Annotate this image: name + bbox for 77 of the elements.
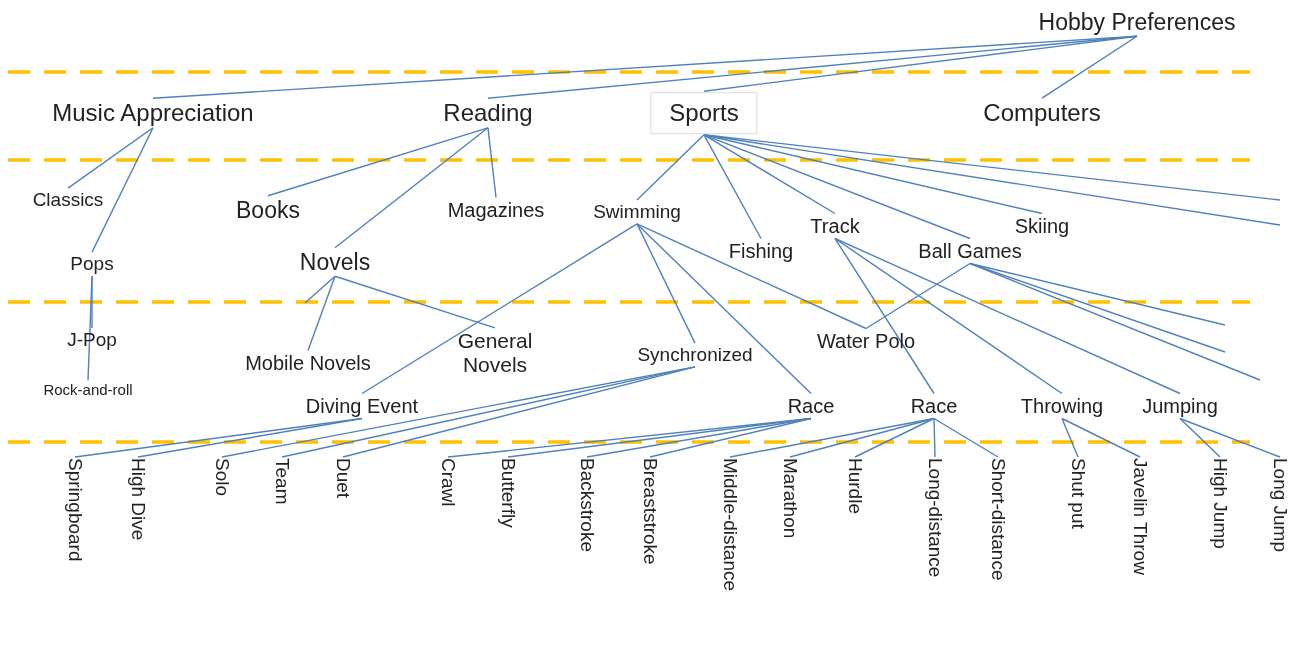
category-label: Track bbox=[810, 214, 860, 238]
leaf-label: Springboard bbox=[64, 458, 86, 562]
connector-line bbox=[334, 127, 489, 249]
category-label: Pops bbox=[70, 253, 114, 275]
connector-line bbox=[834, 237, 935, 395]
category-label: Ball Games bbox=[918, 239, 1022, 263]
connector-line bbox=[933, 417, 936, 458]
connector-line bbox=[361, 223, 638, 395]
connector-line bbox=[636, 134, 705, 201]
leaf-label: Middle-distance bbox=[719, 458, 741, 592]
connector-line bbox=[636, 223, 867, 330]
connector-line bbox=[703, 35, 1138, 92]
leaf-label: Breaststroke bbox=[639, 458, 661, 565]
connector-line bbox=[636, 223, 812, 395]
connector-line bbox=[703, 134, 836, 215]
connector-line bbox=[137, 417, 363, 458]
connector-line bbox=[304, 275, 336, 304]
category-label: Swimming bbox=[593, 201, 681, 223]
connector-line bbox=[969, 262, 1226, 326]
leaf-label: Short-distance bbox=[987, 458, 1009, 581]
connector-line bbox=[703, 134, 971, 240]
connector-line bbox=[1041, 35, 1138, 99]
connector-line bbox=[854, 417, 935, 458]
category-label: Diving Event bbox=[305, 394, 419, 418]
category-label: Magazines bbox=[447, 198, 545, 222]
connector-line bbox=[87, 275, 93, 382]
leaf-label: Long Jump bbox=[1269, 458, 1291, 552]
category-label: General Novels bbox=[445, 328, 545, 378]
category-label: Race bbox=[787, 394, 835, 418]
connector-line bbox=[334, 275, 496, 329]
category-label: Rock-and-roll bbox=[43, 381, 133, 399]
connector-line bbox=[1179, 417, 1221, 458]
connector-line bbox=[789, 417, 935, 458]
connector-line bbox=[636, 223, 696, 344]
leaf-label: Duet bbox=[332, 458, 354, 499]
leaf-label: Shut put bbox=[1067, 458, 1089, 529]
leaf-label: Backstroke bbox=[576, 458, 598, 552]
category-label: Mobile Novels bbox=[245, 351, 371, 375]
leaf-label: Team bbox=[271, 458, 293, 505]
category-label: Classics bbox=[32, 189, 104, 211]
connector-line bbox=[267, 127, 489, 197]
connector-line bbox=[307, 275, 336, 352]
category-label: Synchronized bbox=[637, 344, 753, 366]
leaf-label: High Dive bbox=[127, 458, 149, 541]
category-label: Computers bbox=[983, 99, 1101, 127]
connector-line bbox=[91, 127, 154, 253]
connector-line bbox=[703, 134, 762, 240]
category-label: Books bbox=[236, 196, 300, 224]
category-label: Music Appreciation bbox=[52, 99, 254, 127]
leaf-label: Long-distance bbox=[924, 458, 946, 578]
connector-line bbox=[969, 262, 1261, 381]
category-label: Throwing bbox=[1020, 394, 1104, 418]
leaf-label: Crawl bbox=[437, 458, 459, 507]
category-label: Reading bbox=[443, 99, 533, 127]
root-label: Hobby Preferences bbox=[1038, 8, 1236, 36]
category-label: Fishing bbox=[728, 239, 794, 263]
connector-line bbox=[933, 417, 999, 458]
connector-line bbox=[834, 237, 1181, 395]
connector-line bbox=[1061, 417, 1141, 458]
connector-line bbox=[487, 127, 497, 199]
leaf-label: Butterfly bbox=[497, 458, 519, 528]
connector-line bbox=[649, 417, 812, 458]
category-label: Race bbox=[910, 394, 958, 418]
category-label: Novels bbox=[299, 248, 371, 276]
connector-line bbox=[1179, 417, 1281, 458]
connector-line bbox=[1061, 417, 1079, 458]
leaf-label: Marathon bbox=[779, 458, 801, 539]
connector-line bbox=[67, 127, 154, 189]
connector-line bbox=[834, 237, 1063, 395]
category-label: Skiing bbox=[1014, 214, 1070, 238]
leaf-label: Solo bbox=[211, 458, 233, 497]
connector-line bbox=[865, 262, 971, 330]
leaf-label: Hurdle bbox=[844, 458, 866, 514]
leaf-label: Javelin Throw bbox=[1129, 458, 1151, 575]
category-label: Jumping bbox=[1142, 394, 1218, 418]
connector-line bbox=[703, 134, 1281, 226]
leaf-label: High Jump bbox=[1209, 458, 1231, 549]
